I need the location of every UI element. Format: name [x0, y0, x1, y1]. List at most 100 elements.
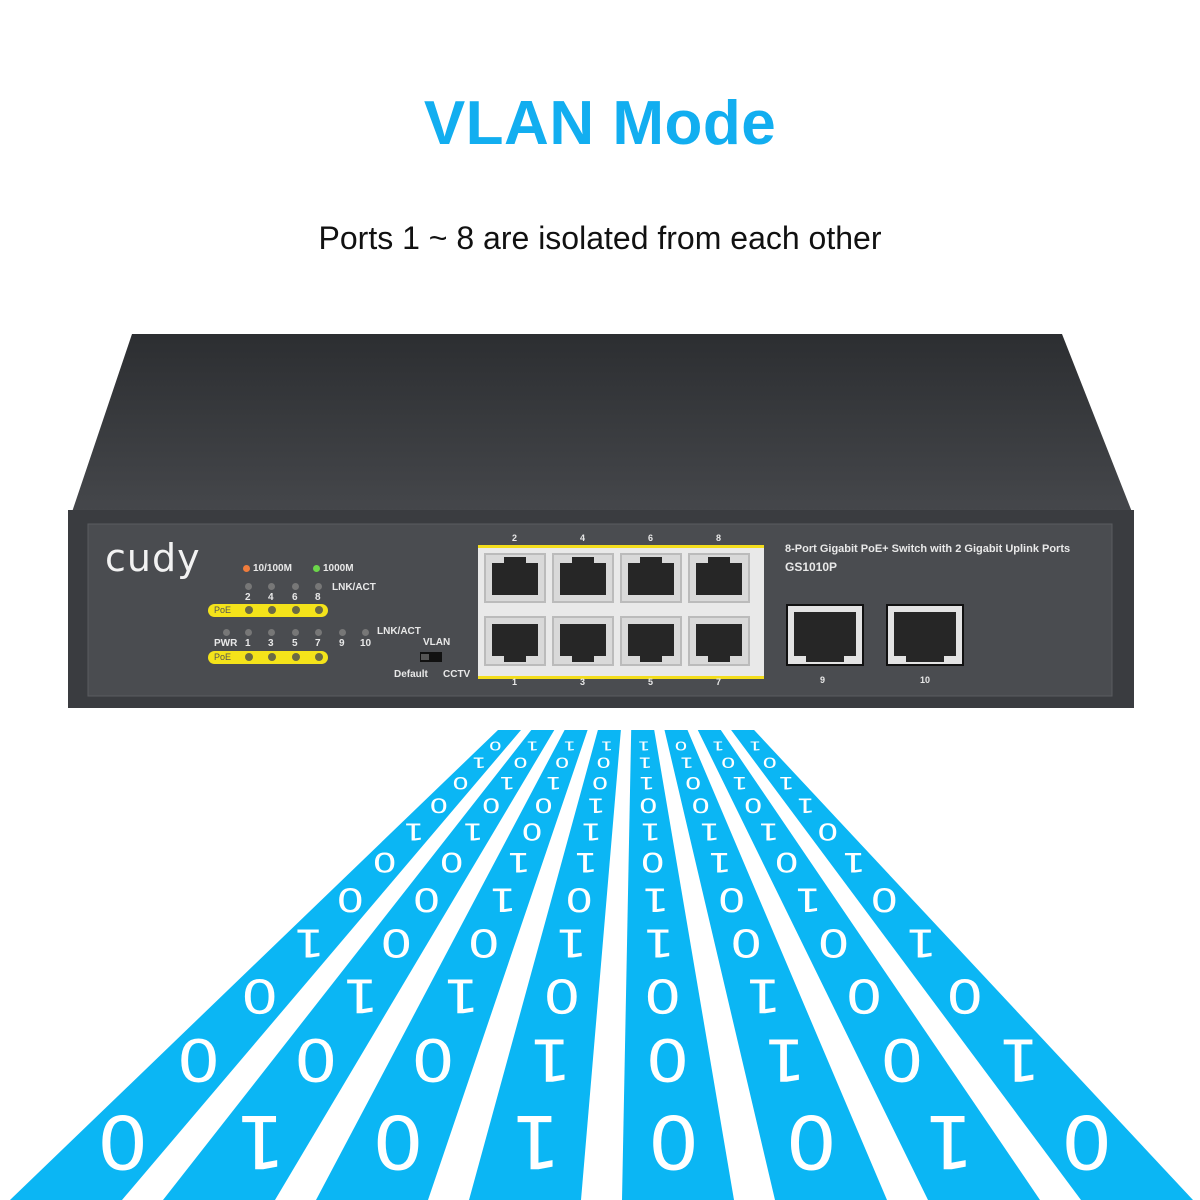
led-number: 5: [292, 638, 298, 649]
vlan-switch-cctv: CCTV: [443, 669, 471, 680]
binary-digit: 1: [528, 1026, 571, 1094]
data-lane: [469, 730, 621, 1200]
rj45-port[interactable]: [484, 616, 546, 666]
binary-digit: 0: [521, 818, 542, 845]
binary-digit: 0: [870, 880, 898, 917]
binary-digit: 1: [545, 772, 562, 791]
binary-digit: 1: [489, 880, 517, 917]
poe-bar-top: PoE: [208, 604, 328, 617]
binary-digit: 1: [586, 794, 605, 816]
binary-digit: 1: [600, 738, 613, 753]
port-socket: [894, 612, 956, 662]
binary-digit: 0: [429, 794, 448, 816]
binary-digit: 1: [641, 880, 669, 917]
binary-digit: 0: [411, 1026, 454, 1094]
binary-digit: 0: [294, 1026, 337, 1094]
binary-digit: 0: [596, 754, 611, 771]
vlan-dip-switch[interactable]: [420, 652, 442, 662]
lnk-led: [268, 583, 275, 590]
port-socket: [628, 624, 674, 662]
lnk-led: [292, 583, 299, 590]
binary-digit: 1: [526, 738, 539, 753]
binary-digit: 1: [580, 818, 601, 845]
uplink-port[interactable]: [786, 604, 864, 666]
poe-label: PoE: [214, 605, 232, 615]
data-lane: [316, 730, 588, 1200]
binary-digit: 0: [513, 754, 528, 771]
legend-speed-low: 10/100M: [253, 563, 292, 574]
lnk-led: [245, 629, 252, 636]
binary-digit: 0: [786, 1098, 837, 1182]
binary-digit: 0: [489, 738, 502, 753]
binary-digit: 0: [880, 1026, 923, 1094]
pwr-led: [223, 629, 230, 636]
binary-digit: 0: [534, 794, 553, 816]
data-lane: [163, 730, 555, 1200]
port-socket: [560, 624, 606, 662]
poe-label: PoE: [214, 652, 232, 662]
binary-digit: 1: [637, 738, 650, 753]
binary-digit: 1: [778, 772, 795, 791]
binary-digit: 0: [592, 772, 609, 791]
uplink-port[interactable]: [886, 604, 964, 666]
port-number: 3: [580, 677, 586, 687]
port-number: 5: [648, 677, 654, 687]
lnk-led: [315, 583, 322, 590]
page-subtitle: Ports 1 ~ 8 are isolated from each other: [318, 220, 882, 256]
binary-digit: 0: [372, 1098, 423, 1182]
binary-digit: 0: [817, 818, 838, 845]
binary-digit: 1: [643, 920, 675, 965]
device-description: 8-Port Gigabit PoE+ Switch with 2 Gigabi…: [785, 543, 1071, 555]
data-lane: [664, 730, 887, 1200]
binary-digit: 1: [905, 920, 937, 965]
data-lane: [10, 730, 521, 1200]
binary-digit: 1: [794, 880, 822, 917]
binary-digit: 0: [241, 968, 278, 1022]
legend-led-10-100: [243, 565, 250, 572]
binary-digit: 1: [342, 968, 379, 1022]
binary-digit: 0: [97, 1098, 148, 1182]
port-number: 8: [716, 533, 722, 543]
binary-digit: 0: [1061, 1098, 1112, 1182]
rj45-port[interactable]: [620, 553, 682, 603]
vlan-switch-default: Default: [394, 669, 428, 680]
poe-bar-bottom: PoE: [208, 651, 328, 664]
rj45-port[interactable]: [552, 616, 614, 666]
rj45-port[interactable]: [552, 553, 614, 603]
lnk-act-label-top: LNK/ACT: [332, 582, 376, 593]
legend-speed-high: 1000M: [323, 563, 354, 574]
binary-digit: 0: [555, 754, 570, 771]
binary-digit: 1: [758, 818, 779, 845]
vlan-switch-title: VLAN: [423, 637, 451, 648]
binary-digit: 1: [638, 772, 655, 791]
rj45-port[interactable]: [688, 616, 750, 666]
binary-digit: 1: [763, 1026, 806, 1094]
binary-digit: 0: [718, 880, 746, 917]
binary-digit: 0: [644, 968, 681, 1022]
rj45-port[interactable]: [484, 553, 546, 603]
binary-digit: 1: [745, 968, 782, 1022]
data-lane: [731, 730, 1193, 1200]
binary-digit: 0: [639, 794, 658, 816]
led-number: 3: [268, 638, 274, 649]
binary-digit: 1: [841, 847, 865, 879]
poe-led: [245, 606, 253, 614]
binary-digit: 0: [565, 880, 593, 917]
binary-digit: 0: [646, 1026, 689, 1094]
data-lane: [622, 730, 734, 1200]
rj45-port[interactable]: [688, 553, 750, 603]
led-number: 1: [245, 638, 251, 649]
poe-led: [245, 653, 253, 661]
lnk-led: [315, 629, 322, 636]
device-model: GS1010P: [785, 560, 838, 574]
binary-digit: 1: [506, 847, 530, 879]
lnk-led: [268, 629, 275, 636]
legend-led-1000: [313, 565, 320, 572]
port-socket: [696, 557, 742, 595]
port-number: 7: [716, 677, 722, 687]
rj45-port[interactable]: [620, 616, 682, 666]
binary-digit: 1: [462, 818, 483, 845]
binary-digit: 0: [946, 968, 983, 1022]
poe-led: [315, 653, 323, 661]
binary-digit: 0: [685, 772, 702, 791]
